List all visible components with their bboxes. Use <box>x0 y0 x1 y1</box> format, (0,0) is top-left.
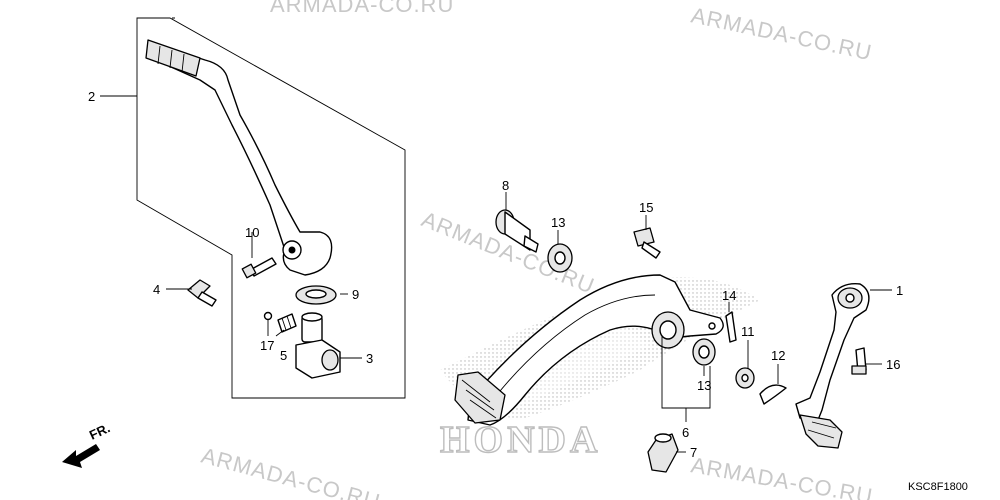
bolt-16 <box>851 347 867 375</box>
callout-9: 9 <box>352 287 359 302</box>
kick-starter-spindle-joint-3 <box>295 312 341 379</box>
joint-7 <box>647 433 679 473</box>
bolt-10 <box>241 257 277 279</box>
washer-13-upper <box>547 243 573 273</box>
watermark: ARMADA-CO.RU <box>689 2 875 65</box>
honda-logo-text: HONDA <box>440 419 601 461</box>
callout-10: 10 <box>245 225 259 240</box>
washer-11 <box>735 367 755 389</box>
snap-clip-12 <box>759 384 787 405</box>
steel-ball-17 <box>263 311 273 321</box>
front-direction-arrow: FR. <box>62 420 112 468</box>
spring-5 <box>277 313 297 333</box>
gearshift-pedal <box>795 283 870 449</box>
kick-starter-group-frame <box>136 17 406 399</box>
callout-11: 11 <box>741 324 755 339</box>
brake-pedal <box>454 274 724 426</box>
callout-13-upper: 13 <box>551 215 565 230</box>
watermark: ARMADA-CO.RU <box>689 452 875 500</box>
watermark: ARMADA-CO.RU <box>270 0 454 17</box>
callout-1: 1 <box>896 283 903 298</box>
callout-2: 2 <box>88 89 95 104</box>
callout-8: 8 <box>502 178 509 193</box>
washer-13-lower <box>692 338 716 366</box>
callout-6: 6 <box>682 425 689 440</box>
watermark: ARMADA-CO.RU <box>199 443 384 500</box>
callout-15: 15 <box>639 200 653 215</box>
callout-17: 17 <box>260 338 274 353</box>
bolt-4 <box>187 279 217 307</box>
callout-3: 3 <box>366 351 373 366</box>
callout-labels: 2 4 10 9 3 17 5 8 13 15 14 11 12 13 6 7 … <box>88 89 903 460</box>
leader-lines <box>100 95 892 453</box>
callout-13-lower: 13 <box>697 378 711 393</box>
callout-14: 14 <box>722 288 736 303</box>
callout-16: 16 <box>886 357 900 372</box>
kick-starter-arm <box>145 39 333 276</box>
callout-5: 5 <box>280 348 287 363</box>
pivot-bolt-8 <box>495 209 539 253</box>
cotter-pin-14 <box>725 311 737 343</box>
callout-7: 7 <box>690 445 697 460</box>
callout-4: 4 <box>153 282 160 297</box>
bolt-15 <box>633 227 661 259</box>
callout-12: 12 <box>771 348 785 363</box>
direction-label: FR. <box>87 420 112 442</box>
oil-seal-9 <box>295 285 337 305</box>
diagram-code: KSC8F1800 <box>908 481 968 493</box>
